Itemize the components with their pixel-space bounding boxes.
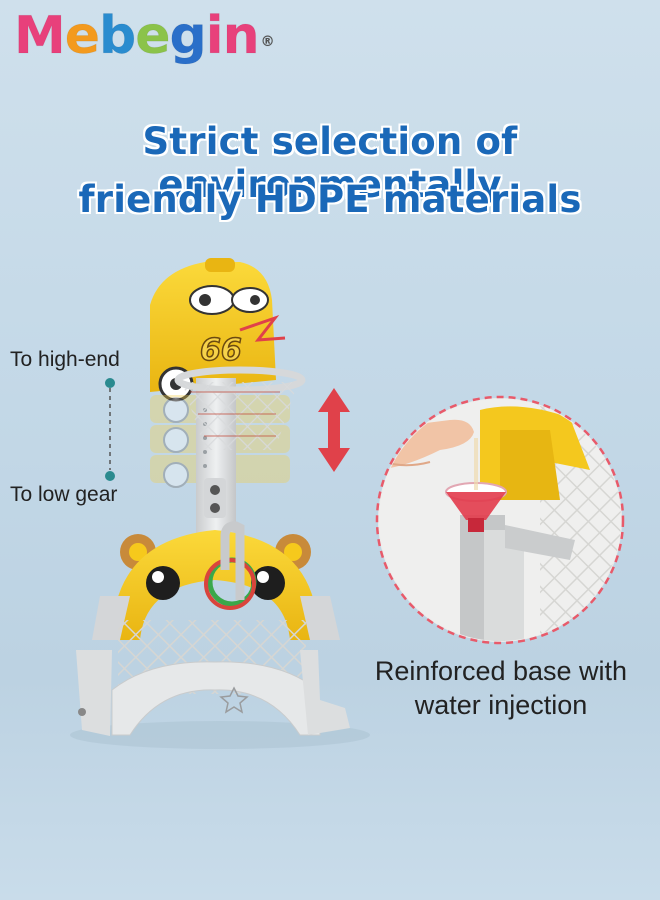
up-down-arrow-icon bbox=[318, 388, 350, 472]
soccer-goal bbox=[76, 596, 350, 736]
logo-letter: g bbox=[169, 6, 207, 67]
car-backboard: 66 bbox=[150, 258, 286, 402]
detail-circle bbox=[375, 395, 625, 645]
caption-line-2: water injection bbox=[414, 690, 588, 720]
caption-line-1: Reinforced base with bbox=[374, 656, 628, 686]
logo-letter: n bbox=[222, 6, 260, 67]
logo-letter: e bbox=[64, 6, 100, 67]
gear-high-label: To high-end bbox=[10, 348, 120, 371]
brand-logo: Mebegin® bbox=[14, 6, 276, 67]
registered-mark: ® bbox=[260, 34, 275, 51]
headline-line-2: friendly HDPE materials bbox=[78, 178, 582, 221]
low-dot bbox=[105, 471, 115, 481]
detail-caption: Reinforced base with water injection bbox=[356, 654, 646, 722]
car-number: 66 bbox=[200, 333, 242, 368]
bear-goal-top bbox=[112, 521, 319, 640]
high-dot bbox=[105, 378, 115, 388]
headline-line-1: Strict selection of environmentally bbox=[142, 120, 518, 206]
logo-letter: i bbox=[205, 6, 224, 67]
logo-letter: b bbox=[99, 6, 137, 67]
gear-low-label: To low gear bbox=[10, 483, 118, 506]
logo-letter: e bbox=[135, 6, 171, 67]
gear-indicator bbox=[105, 378, 115, 481]
logo-letter: M bbox=[14, 6, 67, 67]
